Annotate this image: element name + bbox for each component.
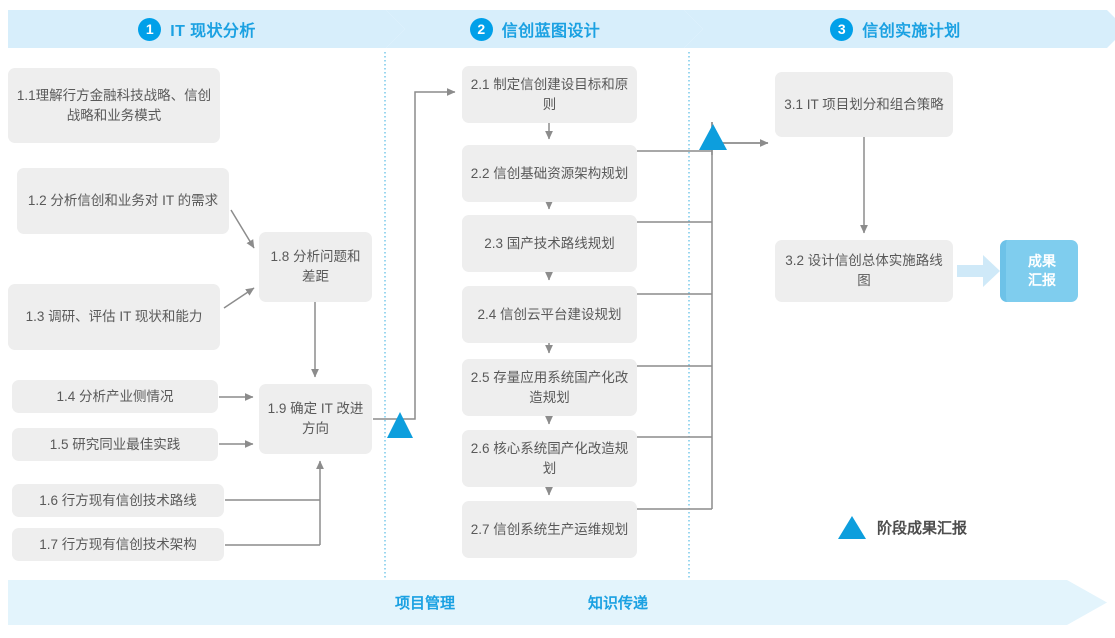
edge-19-to-21 <box>373 88 456 420</box>
phase-2-header[interactable]: 2 信创蓝图设计 <box>386 10 703 48</box>
node-n19[interactable]: 1.9 确定 IT 改进方向 <box>259 384 372 454</box>
node-n27[interactable]: 2.7 信创系统生产运维规划 <box>462 501 637 558</box>
node-n25[interactable]: 2.5 存量应用系统国产化改造规划 <box>462 359 637 416</box>
node-label: 1.8 分析问题和差距 <box>270 249 361 284</box>
node-label: 1.9 确定 IT 改进方向 <box>267 401 364 436</box>
node-label: 2.4 信创云平台建设规划 <box>477 306 622 322</box>
node-label: 1.5 研究同业最佳实践 <box>49 436 181 452</box>
edge-13-to-18 <box>223 287 255 309</box>
node-n22[interactable]: 2.2 信创基础资源架构规划 <box>462 145 637 202</box>
milestone-triangle-phase1 <box>387 412 413 438</box>
result-line-2: 汇报 <box>1028 272 1056 288</box>
node-label: 2.1 制定信创建设目标和原则 <box>470 76 629 112</box>
node-n18[interactable]: 1.8 分析问题和差距 <box>259 232 372 302</box>
node-label: 2.5 存量应用系统国产化改造规划 <box>470 369 629 405</box>
node-n13[interactable]: 1.3 调研、评估 IT 现状和能力 <box>8 284 220 350</box>
result-arrow-icon <box>957 255 1000 287</box>
chevron-right-icon <box>1107 10 1115 48</box>
node-n11[interactable]: 1.1理解行方金融科技战略、信创战略和业务模式 <box>8 68 220 143</box>
bottom-label-knowledge-transfer: 知识传递 <box>588 595 649 612</box>
node-label: 3.2 设计信创总体实施路线图 <box>785 253 943 288</box>
bottom-track-bar <box>8 580 1107 625</box>
bottom-label-project-management: 项目管理 <box>395 595 456 612</box>
node-label: 2.6 核心系统国产化改造规划 <box>470 440 629 476</box>
node-label: 3.1 IT 项目划分和组合策略 <box>784 96 944 112</box>
phase-2-title: 信创蓝图设计 <box>501 23 601 40</box>
phase-3-title: 信创实施计划 <box>862 23 961 40</box>
phase-3-number: 3 <box>830 17 854 41</box>
node-n14[interactable]: 1.4 分析产业侧情况 <box>12 380 218 413</box>
node-n16[interactable]: 1.6 行方现有信创技术路线 <box>12 484 224 517</box>
node-label: 1.3 调研、评估 IT 现状和能力 <box>25 309 203 325</box>
node-n17[interactable]: 1.7 行方现有信创技术架构 <box>12 528 224 561</box>
milestone-triangle-phase2 <box>699 124 727 150</box>
result-line-1: 成果 <box>1028 253 1056 270</box>
node-n21[interactable]: 2.1 制定信创建设目标和原则 <box>462 66 637 123</box>
result-report-box[interactable]: 成果 汇报 <box>1000 240 1078 302</box>
node-n31[interactable]: 3.1 IT 项目划分和组合策略 <box>775 72 953 137</box>
node-n23[interactable]: 2.3 国产技术路线规划 <box>462 215 637 272</box>
node-label: 1.7 行方现有信创技术架构 <box>39 536 197 552</box>
node-label: 1.2 分析信创和业务对 IT 的需求 <box>27 193 219 209</box>
node-label: 1.1理解行方金融科技战略、信创战略和业务模式 <box>16 87 212 123</box>
triangle-milestone-icon <box>838 516 866 539</box>
node-label: 2.3 国产技术路线规划 <box>484 235 615 251</box>
phase-1-title: IT 现状分析 <box>170 23 256 40</box>
node-n32[interactable]: 3.2 设计信创总体实施路线图 <box>775 240 953 302</box>
node-label: 1.4 分析产业侧情况 <box>56 388 174 404</box>
legend-label: 阶段成果汇报 <box>877 520 968 537</box>
phase-header-bar: 1 IT 现状分析 2 信创蓝图设计 3 信创实施计划 <box>8 10 1115 48</box>
edge-12-to-18 <box>230 209 255 249</box>
legend: 阶段成果汇报 <box>838 516 967 539</box>
phase-1-header[interactable]: 1 IT 现状分析 <box>8 10 405 48</box>
node-n24[interactable]: 2.4 信创云平台建设规划 <box>462 286 637 343</box>
node-label: 2.2 信创基础资源架构规划 <box>470 165 629 181</box>
node-n12[interactable]: 1.2 分析信创和业务对 IT 的需求 <box>17 168 229 234</box>
node-label: 1.6 行方现有信创技术路线 <box>39 492 197 508</box>
node-n26[interactable]: 2.6 核心系统国产化改造规划 <box>462 430 637 487</box>
node-n15[interactable]: 1.5 研究同业最佳实践 <box>12 428 218 461</box>
phase-1-number: 1 <box>138 17 162 41</box>
node-label: 2.7 信创系统生产运维规划 <box>470 521 629 537</box>
phase-3-header[interactable]: 3 信创实施计划 <box>684 10 1115 48</box>
phase-2-number: 2 <box>469 17 493 41</box>
